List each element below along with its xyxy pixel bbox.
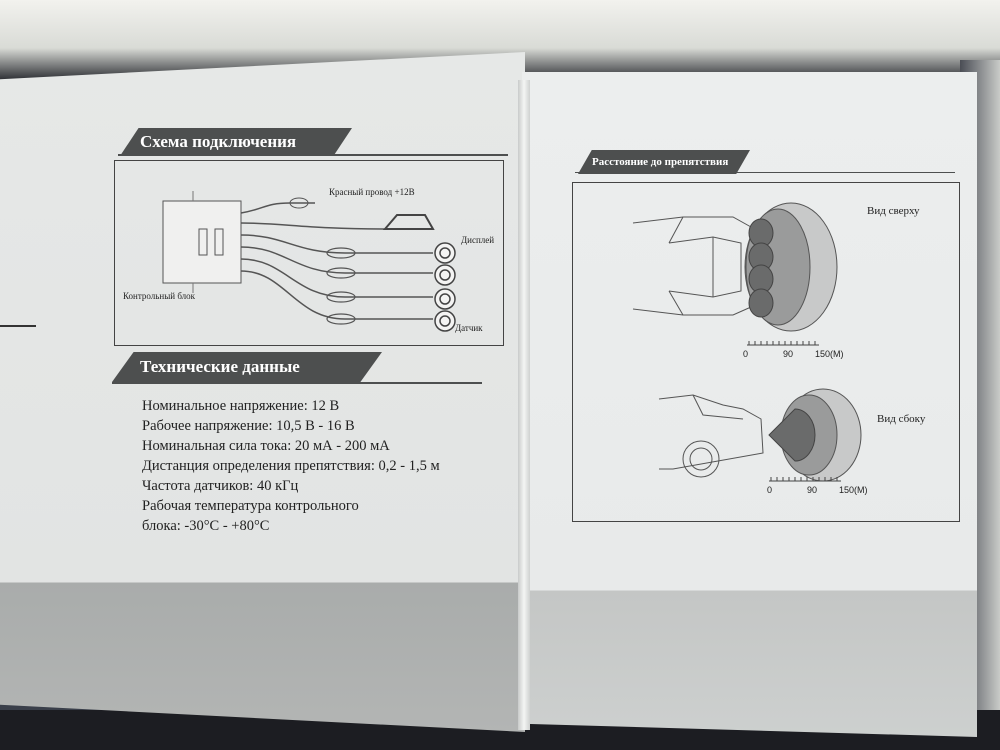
wiring-title: Схема подключения <box>120 128 352 156</box>
scale-side-150: 150(M) <box>839 485 868 495</box>
wiring-diagram: Красный провод +12В Дисплей Контрольный … <box>114 160 504 346</box>
red-wire-label: Красный провод +12В <box>329 187 415 197</box>
scale-side-0: 0 <box>767 485 773 495</box>
specs-list: Номинальное напряжение: 12 В Рабочее нап… <box>142 396 440 536</box>
spec-line: Рабочее напряжение: 10,5 В - 16 В <box>142 418 355 434</box>
wiring-drawing <box>162 191 456 332</box>
book-spine <box>518 80 530 730</box>
control-unit-label: Контрольный блок <box>123 291 196 301</box>
sensor-label: Датчик <box>455 323 483 333</box>
scale-top-90: 90 <box>783 349 794 359</box>
distance-title: Расстояние до препятствия <box>578 150 750 174</box>
spec-line: блока: -30°С - +80°С <box>142 518 270 534</box>
distance-drawing <box>632 202 862 482</box>
side-view-label: Вид сбоку <box>877 413 926 425</box>
spec-line: Рабочая температура контрольного <box>142 498 359 514</box>
spec-line: Номинальное напряжение: 12 В <box>142 398 340 414</box>
spec-line: Дистанция определения препятствия: 0,2 -… <box>142 458 440 474</box>
scale-top-0: 0 <box>743 349 749 359</box>
spec-line: Номинальная сила тока: 20 мА - 200 мА <box>142 438 390 454</box>
scale-side-90: 90 <box>807 485 818 495</box>
left-page <box>0 52 525 732</box>
distance-diagram: Вид сверху Вид сбоку 0 90 150(M) 0 90 15… <box>572 182 960 522</box>
display-label: Дисплей <box>461 235 495 245</box>
scale-top-150: 150(M) <box>815 349 844 359</box>
spec-line: Частота датчиков: 40 кГц <box>142 478 299 494</box>
specs-title-underline <box>112 382 482 384</box>
specs-title: Технические данные <box>112 352 382 382</box>
top-view-label: Вид сверху <box>867 205 920 217</box>
wiring-title-underline <box>118 154 508 156</box>
edge-mark <box>0 325 36 327</box>
distance-title-underline <box>575 172 955 173</box>
